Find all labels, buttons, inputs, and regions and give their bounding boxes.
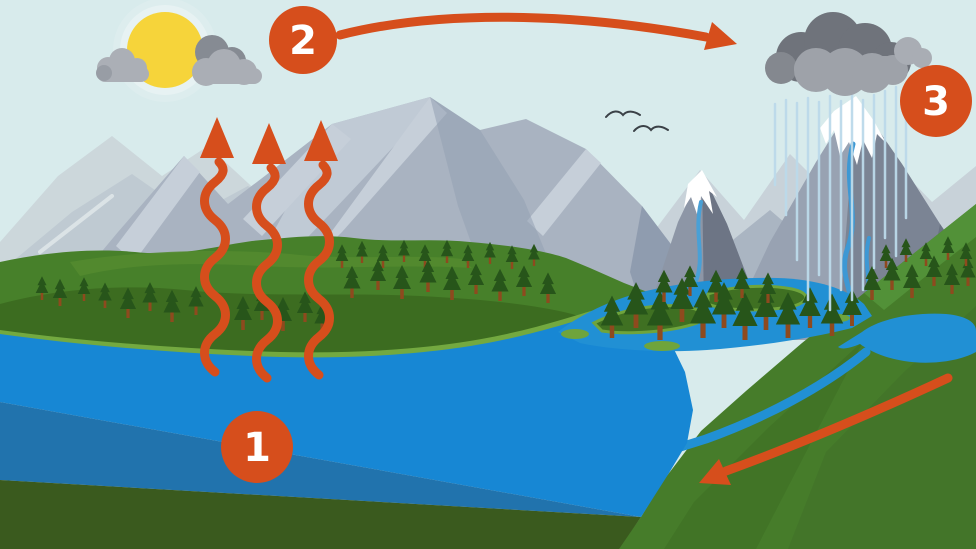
bird-icon (605, 110, 641, 118)
marker-circle (269, 6, 337, 74)
step-marker-2: 2 (269, 6, 337, 74)
snow-cap (684, 170, 717, 220)
step-marker-3: 3 (900, 65, 972, 137)
marker-number: 2 (289, 18, 317, 64)
storm-cloud-icon (765, 12, 932, 96)
bird-icon (633, 125, 669, 132)
bird-icons (605, 110, 669, 132)
pond (838, 313, 976, 363)
marker-circle (900, 65, 972, 137)
downhill-runoff-arrow (699, 373, 953, 485)
arc-transport-arrow (335, 12, 737, 50)
marker-number: 3 (922, 79, 950, 125)
land-front-face (0, 480, 641, 549)
lake (0, 309, 693, 549)
step-marker-1: 1 (221, 411, 293, 483)
marker-number: 1 (243, 425, 271, 471)
cloud-icon (96, 48, 149, 82)
lake-front-face (0, 402, 641, 517)
sun-group (96, 0, 262, 102)
mountain-highlights (116, 97, 601, 272)
cloud-icon (192, 35, 262, 86)
marker-circle (221, 411, 293, 483)
lake-surface (0, 309, 693, 517)
